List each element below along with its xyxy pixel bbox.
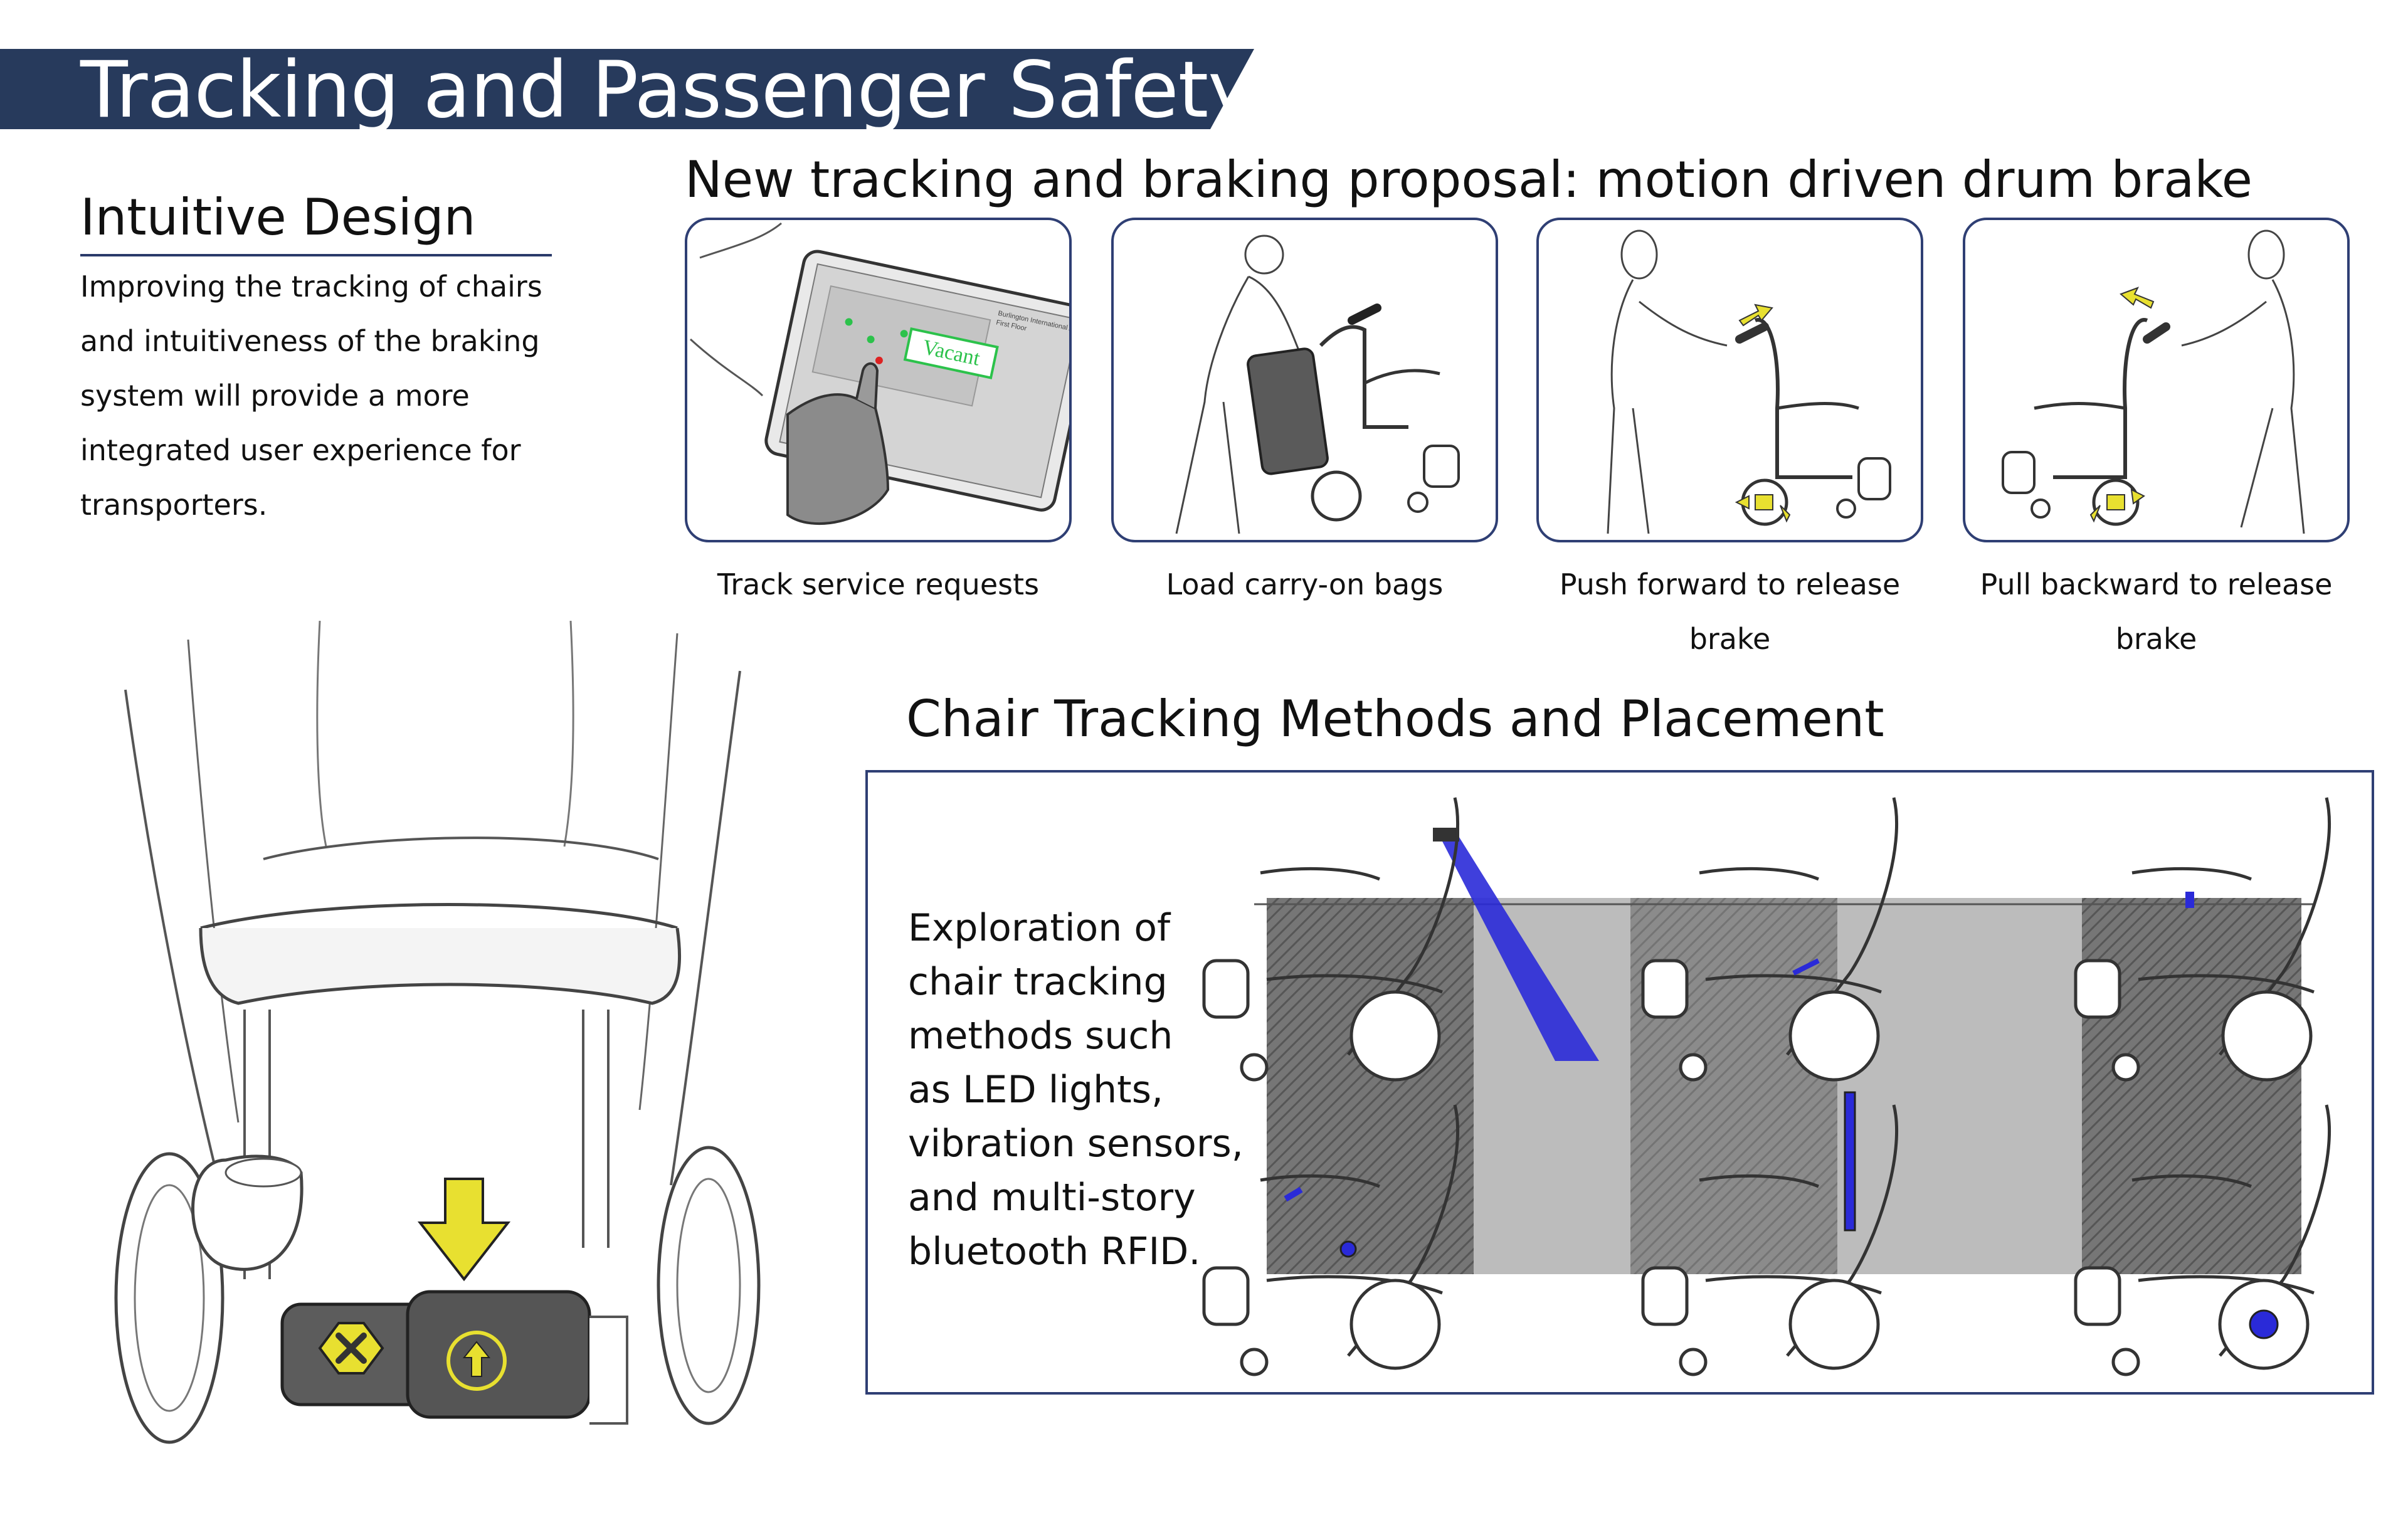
chair-sketch — [1641, 797, 1899, 1082]
intuitive-design-heading: Intuitive Design — [80, 188, 476, 246]
intro-line: transporters. — [80, 488, 268, 522]
panel-load-bags — [1111, 218, 1498, 542]
chair-sketch — [2074, 797, 2331, 1082]
tracking-line: as LED lights, — [908, 1068, 1164, 1112]
intro-line: Improving the tracking of chairs — [80, 270, 542, 303]
intro-line: and intuitiveness of the braking — [80, 324, 540, 358]
panel-caption: brake — [2115, 622, 2197, 656]
chair-sketch — [1641, 1091, 1899, 1376]
tracking-line: chair tracking — [908, 960, 1168, 1004]
page-title: Tracking and Passenger Safety — [80, 45, 1254, 135]
panel-push-forward — [1536, 218, 1923, 542]
panel-caption: Pull backward to release — [1980, 567, 2333, 601]
proposal-heading: New tracking and braking proposal: motio… — [685, 150, 2252, 209]
panel-caption: Track service requests — [717, 567, 1040, 601]
intro-line: system will provide a more — [80, 379, 470, 413]
panel-caption: Load carry-on bags — [1166, 567, 1444, 601]
pull-backward-illustration — [2002, 230, 2305, 534]
intro-line: integrated user experience for — [80, 433, 521, 467]
loading-bags-illustration — [1175, 235, 1460, 534]
heading-divider — [80, 254, 552, 256]
tracking-line: vibration sensors, — [908, 1122, 1244, 1166]
drum-brake-sketch — [114, 621, 761, 1444]
push-forward-illustration — [1607, 230, 1891, 534]
tracking-heading: Chair Tracking Methods and Placement — [906, 690, 1884, 748]
tracking-line: Exploration of — [908, 906, 1171, 950]
panel-track-service: Vacant Burlington International Airport … — [685, 218, 1072, 542]
chair-sketch — [1202, 797, 1460, 1082]
panel-caption: brake — [1689, 622, 1771, 656]
tablet-illustration: Vacant Burlington International Airport … — [689, 222, 1069, 525]
chair-tracking-illustration — [1202, 797, 2331, 1376]
panel-pull-backward — [1963, 218, 2350, 542]
tracking-line: bluetooth RFID. — [908, 1230, 1201, 1274]
title-banner — [0, 49, 1254, 129]
chair-sketch — [2074, 1104, 2331, 1376]
chair-sketch — [1202, 1104, 1460, 1376]
tracking-line: methods such — [908, 1014, 1173, 1058]
panel-caption: Push forward to release — [1559, 567, 1901, 601]
tracking-line: and multi-story — [908, 1176, 1196, 1220]
